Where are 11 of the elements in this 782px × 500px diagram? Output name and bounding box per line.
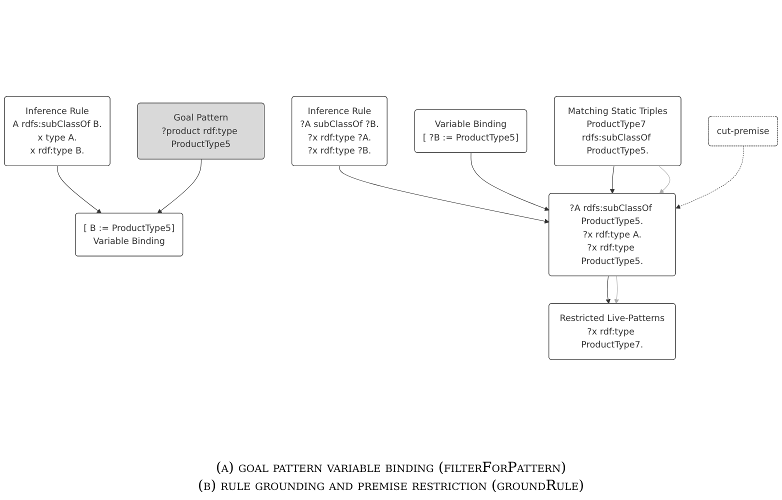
- figure-caption: (b) rule grounding and premise restriction (groundRule): [198, 478, 584, 494]
- arrow: [614, 276, 620, 304]
- figure-caption: (a) goal pattern variable binding (filterForPattern): [214, 460, 568, 476]
- arrow: [610, 166, 615, 194]
- arrow: [676, 146, 744, 209]
- arrow: [157, 159, 202, 214]
- arrow: [658, 166, 670, 194]
- arrow: [57, 166, 102, 214]
- arrow: [339, 166, 550, 224]
- arrow: [606, 276, 610, 304]
- arrow: [470, 152, 550, 211]
